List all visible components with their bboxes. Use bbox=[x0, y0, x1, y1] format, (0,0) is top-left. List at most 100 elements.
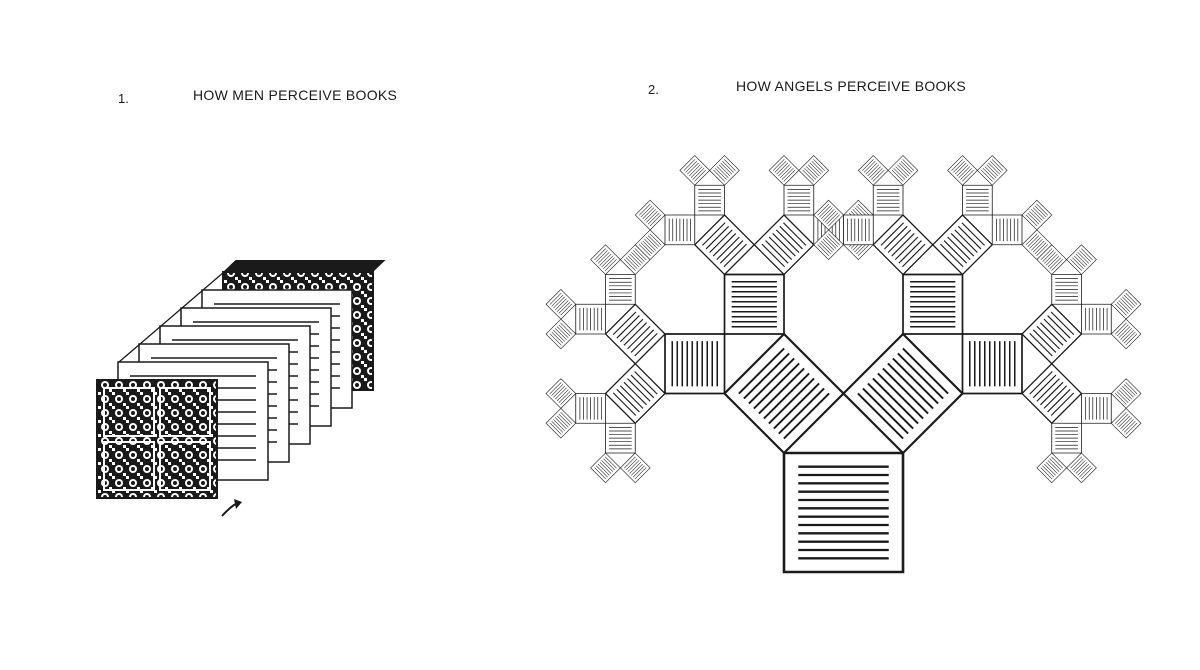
book-square bbox=[843, 214, 874, 246]
book-text-line bbox=[1036, 378, 1060, 402]
book-text-line bbox=[599, 462, 612, 474]
book-square bbox=[693, 214, 756, 276]
book-square bbox=[1081, 393, 1112, 424]
panel-2-number: 2. bbox=[648, 82, 659, 97]
book-text-line bbox=[1122, 419, 1134, 431]
book-square bbox=[723, 273, 785, 335]
book-text-line bbox=[828, 233, 840, 246]
book-text-line bbox=[957, 225, 982, 250]
book-text-line bbox=[1027, 235, 1040, 248]
book-text-line bbox=[902, 243, 926, 268]
book-text-line bbox=[1034, 205, 1047, 218]
book-square bbox=[1110, 318, 1142, 350]
book-square-outline bbox=[722, 332, 846, 455]
book-square bbox=[694, 184, 725, 216]
cover-panel bbox=[159, 441, 211, 491]
book-square bbox=[887, 155, 919, 186]
book-square-outline bbox=[664, 333, 726, 395]
book-text-line bbox=[616, 388, 640, 413]
book-text-line bbox=[867, 164, 880, 177]
book-text-line bbox=[551, 420, 564, 433]
book-text-line bbox=[558, 324, 571, 337]
book-square bbox=[768, 155, 800, 186]
book-text-line bbox=[761, 243, 785, 268]
book-text-line bbox=[1032, 207, 1045, 220]
book-text-line bbox=[1049, 458, 1062, 471]
book-text-line bbox=[719, 240, 744, 264]
book-text-line bbox=[1031, 238, 1043, 251]
book-text-line bbox=[597, 463, 610, 476]
book-text-line bbox=[753, 362, 800, 410]
book-text-line bbox=[954, 229, 978, 253]
book-text-line bbox=[768, 377, 815, 425]
book-text-line bbox=[716, 166, 729, 179]
book-square bbox=[664, 214, 696, 246]
page-edge bbox=[202, 272, 225, 290]
book-square bbox=[872, 184, 904, 216]
book-text-line bbox=[824, 210, 837, 223]
front-cover bbox=[96, 379, 218, 499]
book-text-line bbox=[1032, 374, 1057, 399]
book-text-line bbox=[776, 162, 789, 175]
book-text-line bbox=[902, 347, 949, 395]
book-text-line bbox=[630, 329, 655, 353]
book-text-line bbox=[982, 168, 995, 180]
book-text-line bbox=[558, 391, 571, 403]
book-text-line bbox=[560, 393, 573, 405]
book-text-line bbox=[981, 169, 993, 182]
book-text-line bbox=[709, 229, 733, 253]
book-text-line bbox=[804, 168, 817, 180]
book-text-line bbox=[1116, 301, 1129, 314]
book-text-line bbox=[624, 456, 636, 469]
book-text-line bbox=[991, 159, 1004, 171]
book-text-line bbox=[629, 462, 642, 474]
book-text-line bbox=[1116, 413, 1129, 426]
book-square bbox=[991, 214, 1023, 246]
book-text-line bbox=[1036, 244, 1049, 256]
book-square bbox=[590, 452, 621, 484]
book-square bbox=[545, 288, 577, 320]
book-text-line bbox=[807, 164, 820, 177]
book-text-line bbox=[594, 248, 606, 261]
book-text-line bbox=[638, 203, 651, 216]
book-text-line bbox=[687, 162, 699, 175]
book-text-line bbox=[891, 169, 904, 182]
book-text-line bbox=[723, 243, 747, 268]
book-text-line bbox=[1079, 250, 1091, 262]
book-text-line bbox=[647, 212, 660, 225]
book-text-line bbox=[870, 168, 883, 180]
book-text-line bbox=[596, 465, 608, 478]
book-text-line bbox=[724, 159, 736, 171]
book-text-line bbox=[1125, 333, 1138, 346]
book-square bbox=[545, 318, 577, 350]
book-text-line bbox=[612, 392, 637, 416]
book-text-line bbox=[813, 159, 825, 171]
book-square bbox=[1110, 378, 1142, 409]
book-text-line bbox=[603, 458, 615, 471]
book-square bbox=[962, 184, 993, 216]
book-text-line bbox=[720, 162, 733, 175]
book-square bbox=[813, 229, 844, 261]
book-text-line bbox=[775, 229, 800, 253]
book-text-line bbox=[634, 467, 647, 480]
book-text-line bbox=[954, 162, 967, 175]
book-square bbox=[841, 332, 965, 455]
book-square bbox=[753, 214, 815, 276]
book-text-line bbox=[822, 209, 835, 221]
book-text-line bbox=[1077, 463, 1090, 476]
book-text-line bbox=[869, 166, 881, 179]
book-text-line bbox=[640, 242, 653, 255]
page-edge bbox=[160, 308, 183, 326]
book-text-line bbox=[811, 160, 824, 173]
book-text-line bbox=[1122, 296, 1134, 309]
book-text-line bbox=[897, 164, 909, 177]
book-text-line bbox=[553, 296, 565, 309]
book-text-line bbox=[779, 166, 792, 179]
book-text-line bbox=[624, 259, 636, 271]
book-text-line bbox=[644, 238, 656, 251]
book-text-line bbox=[863, 160, 876, 173]
book-text-line bbox=[1047, 460, 1060, 472]
book-text-line bbox=[1072, 458, 1084, 471]
book-text-line bbox=[1070, 259, 1082, 271]
book-text-line bbox=[953, 160, 965, 173]
